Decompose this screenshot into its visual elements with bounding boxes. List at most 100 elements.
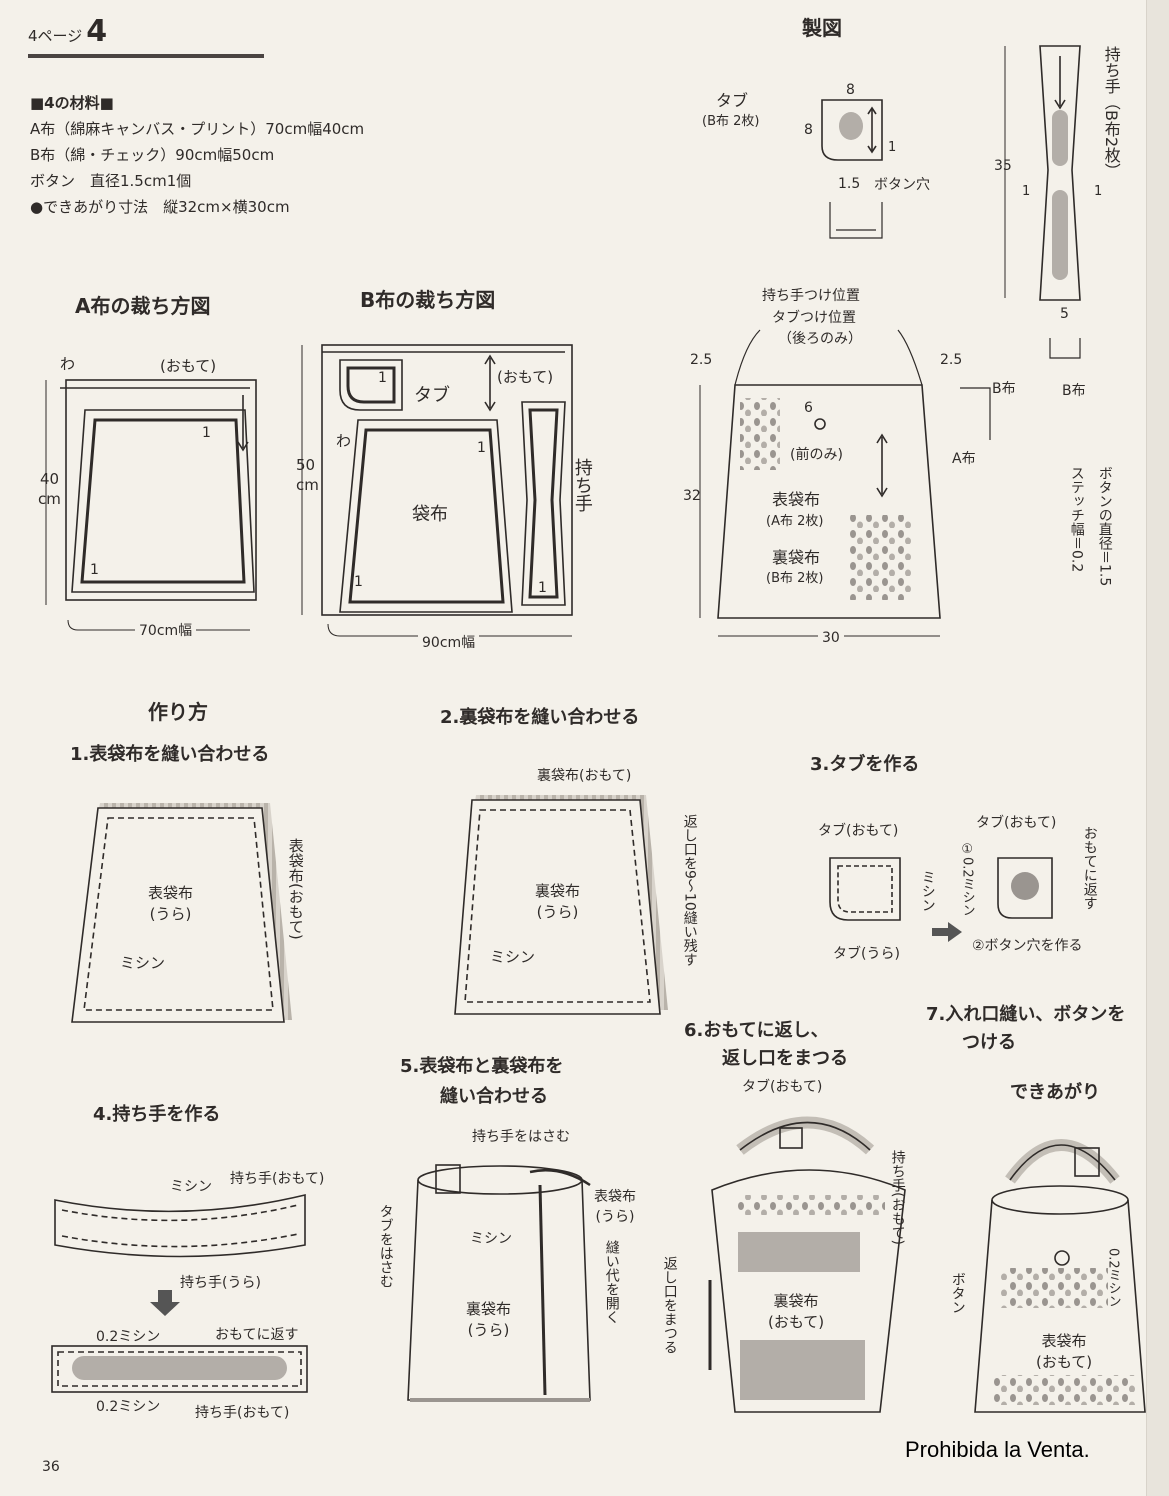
outer-bag-label: 表袋布 <box>772 490 821 509</box>
tab-omote-label: タブ(おもて) <box>818 823 899 839</box>
margin-right: 2.5 <box>940 352 963 368</box>
handle-seam: 1 <box>1022 184 1031 199</box>
hold-tab-label: タブをはさむ <box>377 1204 394 1288</box>
inner-bag-sub: (B布 2枚) <box>766 571 824 586</box>
a-omote-label: (おもて) <box>160 357 217 375</box>
step1-sewing: ミシン <box>120 954 166 972</box>
watermark: Prohibida la Venta. <box>905 1437 1090 1462</box>
button-offset: 6 <box>804 400 813 416</box>
seizu-title: 製図 <box>802 16 842 40</box>
step3-diagram <box>829 857 1053 942</box>
seam-allowance: 1 <box>354 574 363 590</box>
step5-title-a: 5.表袋布と裏袋布を <box>400 1056 564 1077</box>
fold-label: わ <box>60 355 76 373</box>
handle-length: 35 <box>994 158 1012 174</box>
step3-title: 3.タブを作る <box>810 754 920 775</box>
step2-inner-omote: 裏袋布(おもて) <box>537 768 632 784</box>
step3-sewing: ミシン <box>919 870 936 912</box>
b-height-unit: cm <box>296 476 319 494</box>
b-cloth-cutting-diagram <box>301 344 573 637</box>
close-opening-label: 返し口をまつる <box>661 1256 678 1354</box>
b-height-number: 50 <box>296 456 316 474</box>
step2-opening: 返し口を9～10縫い残す <box>681 814 698 967</box>
a-width-label: 70cm幅 <box>135 620 197 640</box>
step5-sewing: ミシン <box>470 1231 512 1247</box>
tab-measure: 1.5 <box>838 176 861 192</box>
handle-width: 5 <box>1060 306 1069 322</box>
step4-title: 4.持ち手を作る <box>93 1104 221 1125</box>
tab-ura-label: タブ(うら) <box>833 946 900 962</box>
tab-draft-sub: (B布 2枚) <box>702 114 760 129</box>
a-cloth-label: A布 <box>952 451 976 467</box>
step1-outer-omote: 表袋布(おもて) <box>286 838 305 940</box>
step2-title: 2.裏袋布を縫い合わせる <box>440 707 640 728</box>
step3-stitch: ①0.2ミシン <box>959 842 975 917</box>
material-line: A布（綿麻キャンバス・プリント）70cm幅40cm <box>30 120 365 138</box>
button-label: ボタン <box>949 1272 966 1314</box>
tab-omote-label-2: タブ(おもて) <box>976 815 1057 831</box>
tab-draft-label: タブ <box>716 91 749 110</box>
step5-inner-ura: 裏袋布 (うら) <box>466 1300 512 1339</box>
project-number: 4 <box>86 14 108 49</box>
materials-list: ■4の材料■ A布（綿麻キャンバス・プリント）70cm幅40cm B布（綿・チェ… <box>30 90 364 220</box>
step6-title-b: 返し口をまつる <box>722 1048 848 1069</box>
finished-label: できあがり <box>1010 1082 1100 1103</box>
handle-ura-label: 持ち手(うら) <box>180 1275 261 1291</box>
seam-allowance: 1 <box>90 562 99 578</box>
handle-omote-label-2: 持ち手(おもて) <box>195 1405 290 1421</box>
seam-allowance: 1 <box>477 440 486 456</box>
material-line: ボタン 直径1.5cm1個 <box>30 172 192 190</box>
materials-title: ■4の材料■ <box>30 94 114 112</box>
step7-diagram <box>974 1139 1146 1413</box>
step3-buttonhole: ②ボタン穴を作る <box>972 938 1083 954</box>
material-line: B布（綿・チェック）90cm幅50cm <box>30 146 275 164</box>
step1-outer-ura: 表袋布 (うら) <box>148 884 194 923</box>
outer-bag-sub: (A布 2枚) <box>766 514 824 529</box>
button-diameter-note: ボタンの直径＝1.5 <box>1096 466 1113 587</box>
step5-title-b: 縫い合わせる <box>440 1086 548 1107</box>
a-height-unit: cm <box>38 490 61 508</box>
b-cloth-label: B布 <box>1062 383 1086 399</box>
step3-turn: おもてに返す <box>1081 826 1098 910</box>
step7-stitch: 0.2ミシン <box>1105 1248 1121 1308</box>
stitch-width-note: ステッチ幅＝0.2 <box>1068 466 1085 573</box>
step4-sewing: ミシン <box>170 1179 212 1195</box>
page-number: 36 <box>42 1459 60 1475</box>
tab-height: 8 <box>804 122 813 138</box>
a-cutting-title: A布の裁ち方図 <box>75 294 211 318</box>
bag-height: 32 <box>683 488 701 504</box>
stitch-02-top: 0.2ミシン <box>96 1329 161 1345</box>
step1-title: 1.表袋布を縫い合わせる <box>70 744 270 765</box>
step2-diagram <box>454 795 668 1015</box>
step5-outer-ura: 表袋布 (うら) <box>594 1189 636 1225</box>
turn-omote-label: おもてに返す <box>215 1327 299 1343</box>
inner-bag-label: 裏袋布 <box>772 548 821 567</box>
bag-pattern <box>699 329 991 637</box>
handle-omote-label: 持ち手(おもて) <box>230 1171 325 1187</box>
step2-inner-ura: 裏袋布 (うら) <box>535 882 581 921</box>
hold-handle-label: 持ち手をはさむ <box>472 1129 570 1145</box>
seam-allowance: 1 <box>378 370 387 386</box>
a-cloth-cutting-diagram <box>45 379 257 631</box>
button-hole-label: ボタン穴 <box>874 177 930 193</box>
step6-handle-omote: 持ち手(おもて) <box>889 1150 906 1245</box>
bag-piece-label: 袋布 <box>412 504 448 525</box>
step2-sewing: ミシン <box>490 948 536 966</box>
tab-piece-label: タブ <box>414 385 450 406</box>
material-line: ●できあがり寸法 縦32cm×横30cm <box>30 198 290 216</box>
bag-width: 30 <box>818 630 844 646</box>
front-only-label: (前のみ) <box>790 447 843 463</box>
handle-seam: 1 <box>1094 184 1103 199</box>
tab-width: 8 <box>846 82 855 98</box>
step7-title-a: 7.入れ口縫い、ボタンを <box>926 1004 1126 1025</box>
open-seam-label: 縫い代を開く <box>603 1240 620 1324</box>
stitch-02-bottom: 0.2ミシン <box>96 1399 161 1415</box>
back-only-label: （後ろのみ） <box>778 331 862 347</box>
step6-diagram <box>708 1116 906 1413</box>
tab-omote-label-3: タブ(おもて) <box>742 1079 823 1095</box>
handle-pattern <box>1004 45 1081 359</box>
page-edge-shadow <box>1146 0 1169 1496</box>
b-width-label: 90cm幅 <box>418 632 480 652</box>
